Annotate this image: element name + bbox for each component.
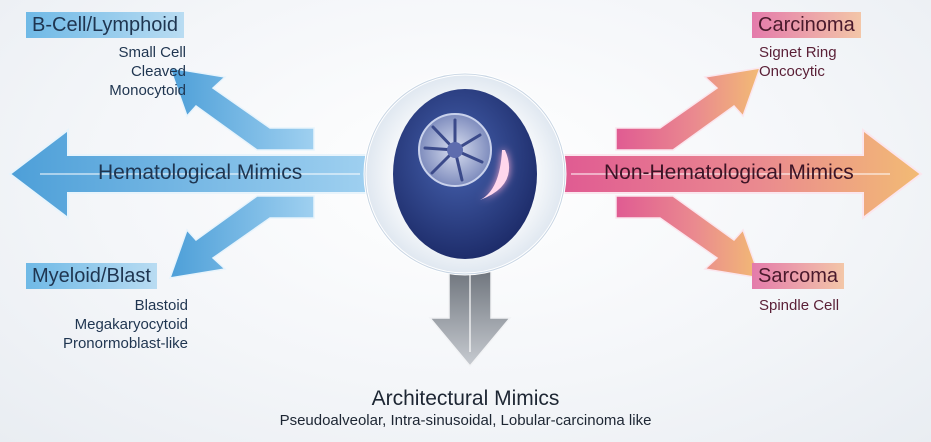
sarcoma-sublist: Spindle Cell bbox=[759, 296, 839, 315]
myeloid-item: Blastoid bbox=[40, 296, 188, 315]
b-cell-item: Monocytoid bbox=[90, 81, 186, 100]
carcinoma-item: Oncocytic bbox=[759, 62, 837, 81]
upper-left-branch-arrow bbox=[170, 68, 314, 150]
lower-right-branch-arrow bbox=[616, 196, 760, 278]
b-cell-lymphoid-tag: B-Cell/Lymphoid bbox=[26, 12, 184, 38]
carcinoma-sublist: Signet Ring Oncocytic bbox=[759, 43, 837, 81]
carcinoma-tag: Carcinoma bbox=[752, 12, 861, 38]
myeloid-item: Pronormoblast-like bbox=[40, 334, 188, 353]
hematological-mimics-label: Hematological Mimics bbox=[98, 161, 302, 185]
cell-illustration bbox=[365, 74, 565, 274]
b-cell-item: Small Cell bbox=[90, 43, 186, 62]
b-cell-item: Cleaved bbox=[90, 62, 186, 81]
architectural-mimics-subtitle: Pseudoalveolar, Intra-sinusoidal, Lobula… bbox=[0, 412, 931, 429]
myeloid-blast-tag: Myeloid/Blast bbox=[26, 263, 157, 289]
sarcoma-tag: Sarcoma bbox=[752, 263, 844, 289]
sarcoma-item: Spindle Cell bbox=[759, 296, 839, 315]
carcinoma-item: Signet Ring bbox=[759, 43, 837, 62]
myeloid-item: Megakaryocytoid bbox=[40, 315, 188, 334]
b-cell-sublist: Small Cell Cleaved Monocytoid bbox=[90, 43, 186, 100]
myeloid-sublist: Blastoid Megakaryocytoid Pronormoblast-l… bbox=[40, 296, 188, 353]
lower-left-branch-arrow bbox=[170, 196, 314, 278]
architectural-mimics-title: Architectural Mimics bbox=[0, 387, 931, 411]
non-hematological-mimics-label: Non-Hematological Mimics bbox=[604, 161, 854, 185]
upper-right-branch-arrow bbox=[616, 68, 760, 150]
